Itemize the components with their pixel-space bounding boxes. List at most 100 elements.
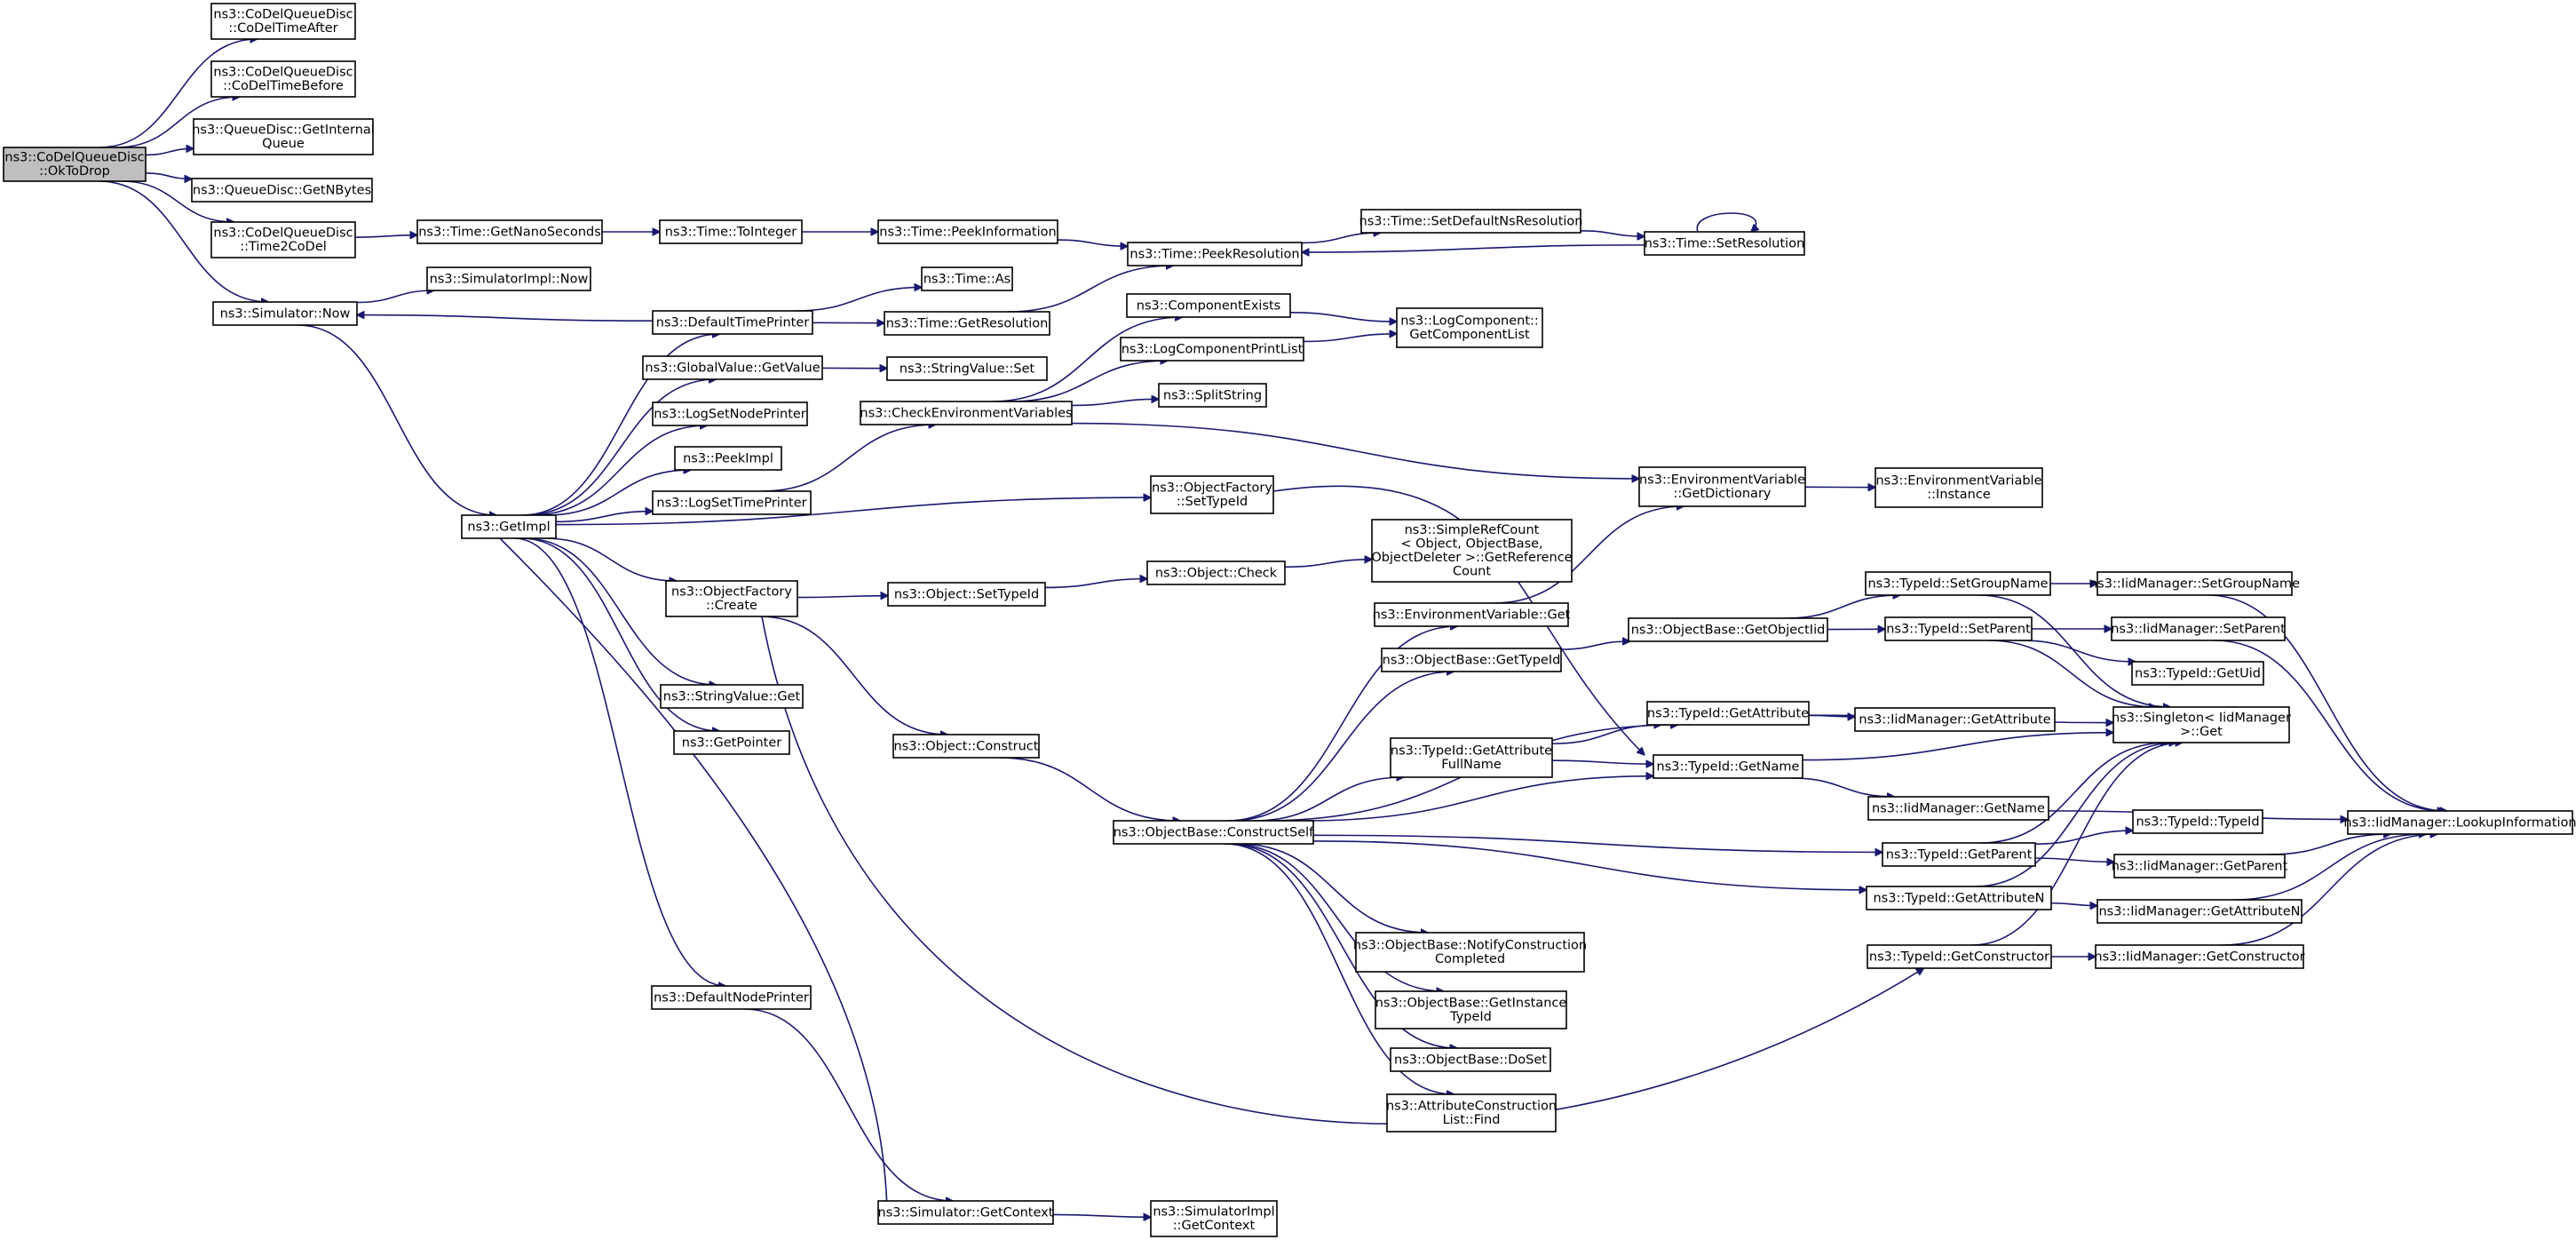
graph-node-getObjectIid[interactable]: ns3::ObjectBase::GetObjectIid [1628,617,1828,642]
graph-node-getComponentList[interactable]: ns3::LogComponent::GetComponentList [1396,307,1543,348]
edge-objectSetTypeId-to-objectCheck [1044,579,1147,589]
node-label: ::Create [706,599,757,613]
graph-node-logComponentPrintList[interactable]: ns3::LogComponentPrintList [1120,337,1304,362]
graph-node-iidSetGroupName[interactable]: ns3::IidManager::SetGroupName [2089,571,2300,596]
graph-node-objFactorySetTypeId[interactable]: ns3::ObjectFactory::SetTypeId [1150,475,1274,514]
node-label: ns3::ObjectBase::GetObjectIid [1631,623,1826,637]
graph-node-okToDrop[interactable]: ns3::CoDelQueueDisc::OkToDrop [3,147,147,182]
graph-node-defaultTimePrinter[interactable]: ns3::DefaultTimePrinter [652,310,813,335]
graph-node-getPointer[interactable]: ns3::GetPointer [673,730,790,755]
graph-node-typeIdGetConstructor[interactable]: ns3::TypeId::GetConstructor [1867,944,2052,969]
graph-node-typeIdGetName[interactable]: ns3::TypeId::GetName [1653,754,1803,779]
graph-node-stringValueGet[interactable]: ns3::StringValue::Get [660,684,804,709]
node-box [1865,571,2051,596]
graph-node-objectCheck[interactable]: ns3::Object::Check [1146,560,1286,585]
graph-node-objectSetTypeId[interactable]: ns3::Object::SetTypeId [887,582,1046,607]
graph-node-iidGetConstructor[interactable]: ns3::IidManager::GetConstructor [2094,944,2305,969]
node-box [416,219,603,244]
graph-node-stringValueSet[interactable]: ns3::StringValue::Set [886,356,1048,381]
graph-node-iidGetAttribute[interactable]: ns3::IidManager::GetAttribute [1854,707,2056,732]
node-label: ns3::CoDelQueueDisc [213,227,353,241]
node-box [2112,706,2290,743]
graph-node-objBaseGetTypeId[interactable]: ns3::ObjectBase::GetTypeId [1381,648,1562,672]
node-label: ns3::LogSetTimePrinter [656,496,806,510]
graph-node-splitString[interactable]: ns3::SplitString [1158,383,1267,408]
graph-node-simImplNow[interactable]: ns3::SimulatorImpl::Now [426,266,591,291]
node-box [1866,886,2052,910]
graph-node-checkEnvVars[interactable]: ns3::CheckEnvironmentVariables [860,401,1073,425]
graph-node-typeIdGetAttribute[interactable]: ns3::TypeId::GetAttribute [1646,701,1810,726]
graph-node-getImpl[interactable]: ns3::GetImpl [461,514,557,539]
graph-node-singletonGet[interactable]: ns3::Singleton< IidManager>::Get [2112,706,2291,743]
node-box [426,266,591,291]
graph-node-iidSetParent[interactable]: ns3::IidManager::SetParent [2111,616,2286,641]
graph-node-setDefaultNsResolution[interactable]: ns3::Time::SetDefaultNsResolution [1359,209,1583,234]
graph-node-setResolution[interactable]: ns3::Time::SetResolution [1644,231,1805,256]
node-label: ns3::TypeId::GetAttribute [1647,706,1809,720]
graph-node-typeIdGetAttributeN[interactable]: ns3::TypeId::GetAttributeN [1866,886,2052,910]
node-label: GetComponentList [1409,328,1530,342]
call-edges [98,39,2447,1217]
edge-typeIdSetParent-to-singletonGet [1987,640,2156,707]
graph-node-typeIdTypeId[interactable]: ns3::TypeId::TypeId [2132,809,2263,834]
node-box [877,1200,1054,1225]
graph-node-envVarInstance[interactable]: ns3::EnvironmentVariable::Instance [1875,467,2043,508]
graph-node-toInteger[interactable]: ns3::Time::ToInteger [659,219,803,244]
graph-node-iidGetAttributeN[interactable]: ns3::IidManager::GetAttributeN [2096,899,2303,924]
graph-node-time2CoDel[interactable]: ns3::CoDelQueueDisc::Time2CoDel [210,221,356,258]
node-label: ns3::EnvironmentVariable [1875,474,2041,489]
graph-node-defaultNodePrinter[interactable]: ns3::DefaultNodePrinter [651,985,812,1010]
graph-node-envVarGetDictionary[interactable]: ns3::EnvironmentVariable::GetDictionary [1638,466,1806,507]
graph-node-timeAs[interactable]: ns3::Time::As [921,266,1013,291]
graph-node-iidGetName[interactable]: ns3::IidManager::GetName [1867,796,2049,821]
graph-node-typeIdGetParent[interactable]: ns3::TypeId::GetParent [1882,842,2036,867]
graph-node-iidGetParent[interactable]: ns3::IidManager::GetParent [2112,854,2288,878]
graph-node-notifyConstructionCompleted[interactable]: ns3::ObjectBase::NotifyConstructionCompl… [1353,932,1587,973]
node-label: ns3::CoDelQueueDisc [213,8,353,22]
graph-node-simulatorNow[interactable]: ns3::Simulator::Now [212,301,358,326]
graph-node-objectConstruct[interactable]: ns3::Object::Construct [892,734,1040,759]
graph-node-logSetNodePrinter[interactable]: ns3::LogSetNodePrinter [652,401,808,426]
graph-node-simImplGetContext[interactable]: ns3::SimulatorImpl::GetContext [1150,1200,1278,1237]
graph-node-getResolution[interactable]: ns3::Time::GetResolution [884,311,1050,336]
edge-getImpl-to-objFactoryCreate [544,537,677,581]
graph-node-peekImpl[interactable]: ns3::PeekImpl [674,446,782,471]
edge-simulatorGetContext-to-simImplGetContext [1052,1214,1151,1217]
graph-node-getNanoSeconds[interactable]: ns3::Time::GetNanoSeconds [416,219,603,244]
edge-typeIdGetParent-to-singletonGet [1980,743,2168,844]
graph-node-constructSelf[interactable]: ns3::ObjectBase::ConstructSelf [1113,820,1314,845]
graph-node-componentExists[interactable]: ns3::ComponentExists [1126,293,1291,318]
graph-node-objBaseDoSet[interactable]: ns3::ObjectBase::DoSet [1390,1047,1551,1072]
edge-objFactoryCreate-to-typeIdGetConstructor [761,616,1924,1125]
edge-constructSelf-to-objBaseGetTypeId [1230,672,1454,822]
edge-constructSelf-to-typeIdGetName [1304,776,1653,822]
edge-checkEnvVars-to-componentExists [992,317,1182,402]
graph-node-simpleRefCount[interactable]: ns3::SimpleRefCount< Object, ObjectBase,… [1371,519,1573,583]
graph-node-getNBytes[interactable]: ns3::QueueDisc::GetNBytes [191,178,373,203]
graph-node-typeIdSetGroupName[interactable]: ns3::TypeId::SetGroupName [1865,571,2051,596]
graph-node-objFactoryCreate[interactable]: ns3::ObjectFactory::Create [665,580,798,617]
node-label: ns3::QueueDisc::GetInternal [192,123,375,138]
graph-node-logSetTimePrinter[interactable]: ns3::LogSetTimePrinter [652,490,812,515]
graph-node-typeIdGetUid[interactable]: ns3::TypeId::GetUid [2131,661,2264,686]
node-label: ns3::ObjectFactory [1152,481,1272,496]
edge-getObjectIid-to-typeIdSetGroupName [1785,595,1901,619]
graph-node-peekResolution[interactable]: ns3::Time::PeekResolution [1127,242,1303,266]
graph-node-envVarGet[interactable]: ns3::EnvironmentVariable::Get [1373,602,1571,627]
edge-peekInformation-to-peekResolution [1057,239,1128,246]
edge-constructSelf-to-getInstanceTypeId [1230,843,1444,991]
node-label: ns3::ObjectBase::GetTypeId [1383,653,1561,667]
graph-node-globalValueGetValue[interactable]: ns3::GlobalValue::GetValue [642,355,823,380]
graph-node-typeIdSetParent[interactable]: ns3::TypeId::SetParent [1884,616,2033,641]
graph-node-peekInformation[interactable]: ns3::Time::PeekInformation [877,219,1058,244]
graph-node-timeAfter[interactable]: ns3::CoDelQueueDisc::CoDelTimeAfter [210,3,356,40]
node-label: Count [1453,565,1491,579]
graph-node-simulatorGetContext[interactable]: ns3::Simulator::GetContext [877,1200,1054,1225]
graph-node-iidLookupInformation[interactable]: ns3::IidManager::LookupInformation [2343,810,2576,835]
node-box [1150,475,1274,514]
graph-node-timeBefore[interactable]: ns3::CoDelQueueDisc::CoDelTimeBefore [210,60,356,98]
